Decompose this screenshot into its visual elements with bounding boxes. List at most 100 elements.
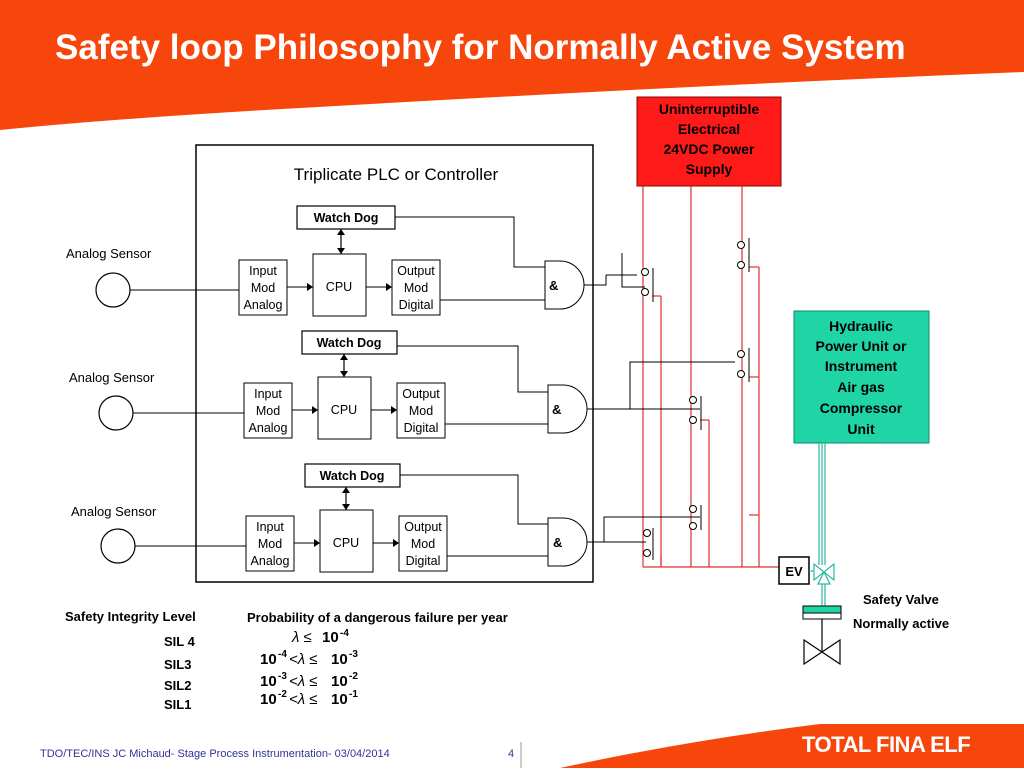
input-module-line-2: Mod — [258, 537, 282, 551]
sil-header-left: Safety Integrity Level — [65, 609, 196, 624]
hydraulic-line-6: Unit — [847, 421, 875, 437]
sil-row-2-right-exp: -2 — [349, 671, 358, 682]
sil-row-1-lambda: <λ ≤ — [289, 691, 318, 708]
output-module-line-1: Output — [397, 264, 435, 278]
sil-row-3-lambda: <λ ≤ — [289, 651, 318, 668]
sil-level-4: SIL 4 — [164, 634, 196, 649]
and-gate-label: & — [549, 278, 558, 293]
output-module-line-3: Digital — [399, 298, 434, 312]
cpu-label: CPU — [326, 280, 352, 294]
analog-sensor-label: Analog Sensor — [71, 504, 157, 519]
input-module-line-2: Mod — [256, 404, 280, 418]
sil-row-4-right-exp: -4 — [340, 628, 349, 639]
input-module-line-3: Analog — [251, 554, 290, 568]
and-gate — [544, 260, 585, 310]
sil-level-3: SIL3 — [164, 657, 191, 672]
sil-row-4-lambda: λ ≤ — [291, 629, 312, 646]
input-module — [238, 259, 288, 316]
safety-valve-icon — [803, 638, 841, 666]
sil-row-3-right-exp: -3 — [349, 649, 358, 660]
input-module-line-3: Analog — [244, 298, 283, 312]
sil-level-1: SIL1 — [164, 697, 191, 712]
sil-row-2-lambda: <λ ≤ — [289, 673, 318, 690]
valve-actuator-bottom — [802, 612, 842, 620]
plc-box — [195, 144, 594, 583]
output-module-line-1: Output — [404, 520, 442, 534]
power-supply-line-1: Uninterruptible — [659, 101, 760, 117]
sil-row-3-left: 10 — [260, 651, 277, 668]
and-gate — [547, 384, 588, 434]
input-module-line-1: Input — [254, 387, 282, 401]
cpu-box — [317, 376, 372, 440]
ev-label: EV — [785, 564, 803, 579]
power-supply-line-3: 24VDC Power — [663, 141, 755, 157]
relay-contacts — [641, 238, 750, 560]
output-module — [396, 382, 446, 439]
sil-row-3-right: 10 — [331, 651, 348, 668]
watchdog-box — [301, 330, 398, 355]
cpu-box — [319, 509, 374, 573]
analog-sensor-label: Analog Sensor — [69, 370, 155, 385]
sil-header-right: Probability of a dangerous failure per y… — [247, 610, 508, 625]
safety-valve-label: Safety Valve — [863, 592, 939, 607]
input-module — [243, 382, 293, 439]
hydraulic-unit-box — [793, 310, 930, 444]
hydraulic-line-3: Instrument — [825, 358, 898, 374]
output-module-line-1: Output — [402, 387, 440, 401]
analog-sensor-icon — [100, 528, 136, 564]
sil-row-4-right: 10 — [322, 629, 339, 646]
input-module — [245, 515, 295, 572]
hydraulic-pipes — [818, 443, 826, 607]
output-module-line-2: Mod — [404, 281, 428, 295]
hydraulic-line-4: Air gas — [837, 379, 885, 395]
input-module-line-2: Mod — [251, 281, 275, 295]
supply-wires — [642, 186, 782, 568]
sil-row-1-left: 10 — [260, 691, 277, 708]
watchdog-label: Watch Dog — [317, 336, 382, 350]
sil-level-2: SIL2 — [164, 678, 191, 693]
channel-1: Analog Sensor Input Mod Analog CPU Outpu… — [66, 205, 645, 317]
output-module-line-2: Mod — [409, 404, 433, 418]
channel-3: Analog Sensor Input Mod Analog CPU Outpu… — [71, 463, 700, 573]
sil-row-2-left-exp: -3 — [278, 671, 287, 682]
sil-row-2-left: 10 — [260, 673, 277, 690]
safety-valve-state: Normally active — [853, 616, 949, 631]
output-module-line-3: Digital — [404, 421, 439, 435]
and-gate — [547, 517, 588, 567]
hydraulic-line-1: Hydraulic — [829, 318, 893, 334]
watchdog-label: Watch Dog — [320, 469, 385, 483]
input-module-line-1: Input — [249, 264, 277, 278]
header-band — [0, 0, 1024, 130]
input-module-line-1: Input — [256, 520, 284, 534]
output-module-line-3: Digital — [406, 554, 441, 568]
cpu-label: CPU — [333, 536, 359, 550]
input-module-line-3: Analog — [249, 421, 288, 435]
footer-band — [560, 724, 1024, 768]
hydraulic-line-2: Power Unit or — [815, 338, 907, 354]
three-way-valve-icon — [813, 562, 835, 585]
and-gate-label: & — [553, 535, 562, 550]
hydraulic-line-5: Compressor — [820, 400, 903, 416]
output-module-line-2: Mod — [411, 537, 435, 551]
cpu-box — [312, 253, 367, 317]
cpu-label: CPU — [331, 403, 357, 417]
sil-row-1-right: 10 — [331, 691, 348, 708]
plc-title: Triplicate PLC or Controller — [294, 165, 499, 184]
analog-sensor-icon — [95, 272, 131, 308]
watchdog-label: Watch Dog — [314, 211, 379, 225]
valve-actuator-top — [802, 605, 842, 614]
page-title: Safety loop Philosophy for Normally Acti… — [55, 28, 906, 67]
sil-row-2-right: 10 — [331, 673, 348, 690]
company-logo: TOTAL FINA ELF — [802, 732, 971, 757]
and-gate-label: & — [552, 402, 561, 417]
analog-sensor-label: Analog Sensor — [66, 246, 152, 261]
channel-2: Analog Sensor Input Mod Analog CPU Outpu… — [69, 330, 735, 440]
sil-row-3-left-exp: -4 — [278, 649, 287, 660]
power-supply-box — [636, 96, 782, 187]
output-module — [398, 515, 448, 572]
power-supply-line-4: Supply — [686, 161, 733, 177]
sil-row-1-left-exp: -2 — [278, 689, 287, 700]
footer-text: TDO/TEC/INS JC Michaud- Stage Process In… — [40, 748, 390, 760]
